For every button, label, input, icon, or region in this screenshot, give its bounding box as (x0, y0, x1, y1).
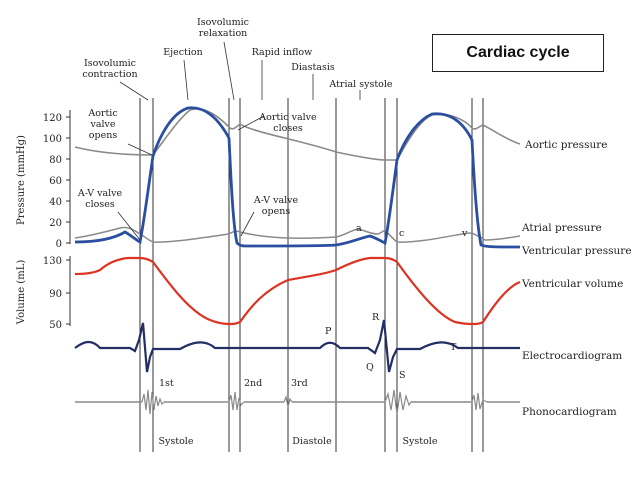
ventricular-volume-trace (74, 256, 521, 326)
trace-label-phonocardiogram: Phonocardiogram (522, 406, 617, 418)
label-isovolumic-relaxation-1: Isovolumic (197, 17, 249, 28)
event-labels: Aortic valve opens Aortic valve closes A… (77, 108, 317, 217)
heart-sound-2-cycle2-wave (471, 392, 488, 411)
label-av-valve-closes-2: closes (85, 199, 115, 210)
phase-leaders (119, 41, 361, 101)
pressure-tick-label-60: 60 (49, 176, 62, 187)
label-diastasis: Diastasis (291, 62, 335, 73)
label-aortic-valve-closes-1: Aortic valve (258, 112, 317, 123)
trace-label-aortic-pressure: Aortic pressure (524, 139, 607, 151)
pressure-tick-label-120: 120 (43, 113, 62, 124)
label-isovolumic-relaxation-2: relaxation (199, 28, 248, 39)
heart-sound-1st: 1st (159, 378, 174, 389)
label-rapid-inflow: Rapid inflow (252, 47, 313, 58)
figure-title: Cardiac cycle (466, 44, 570, 61)
wave-letter-c: c (399, 228, 404, 239)
pressure-tick-label-20: 20 (49, 218, 62, 229)
volume-tick-label-130: 130 (43, 256, 62, 267)
heart-sound-2nd: 2nd (244, 378, 262, 389)
label-aortic-valve-opens-3: opens (89, 130, 118, 141)
electrocardiogram-trace (74, 319, 520, 373)
label-isovolumic-contraction-2: contraction (82, 69, 137, 80)
heart-sound-3rd: 3rd (291, 378, 308, 389)
leader-ejection (183, 59, 189, 101)
ecg-letter-t: T (450, 342, 457, 353)
title-box: Cardiac cycle (432, 34, 604, 72)
trace-label-ventricular-pressure: Ventricular pressure (521, 245, 632, 257)
atrial-pressure-trace (74, 226, 521, 243)
wave-letter-a: a (356, 223, 362, 234)
label-av-valve-opens-1: A-V valve (253, 195, 299, 206)
pressure-axis: 120 100 80 60 40 20 0 Pressure (mmHg) (16, 110, 71, 250)
wave-letters: a c v P R Q S T (325, 223, 468, 381)
heart-sound-3-wave (283, 394, 293, 408)
pressure-tick-label-100: 100 (43, 134, 62, 145)
ecg-letter-p: P (325, 326, 332, 337)
period-systole-1: Systole (159, 436, 194, 447)
trace-label-electrocardiogram: Electrocardiogram (522, 350, 622, 362)
pressure-tick-label-40: 40 (49, 197, 62, 208)
event-leaders (117, 115, 265, 241)
leader-av-valve-opens (240, 211, 255, 237)
wave-letter-v: v (461, 228, 468, 239)
label-atrial-systole: Atrial systole (328, 79, 393, 90)
label-av-valve-opens-2: opens (262, 206, 291, 217)
volume-axis-label: Volume (mL) (16, 260, 27, 326)
trace-label-ventricular-volume: Ventricular volume (521, 278, 623, 290)
label-aortic-valve-closes-2: closes (273, 123, 303, 134)
aortic-pressure-trace (74, 108, 521, 161)
period-labels: Systole Diastole Systole (159, 436, 438, 447)
ventricular-pressure-trace (74, 106, 521, 249)
heart-sound-1-cycle2-wave (384, 389, 412, 415)
leader-av-valve-closes (117, 211, 141, 241)
ecg-letter-r: R (372, 312, 380, 323)
volume-tick-label-90: 90 (49, 289, 62, 300)
leader-aortic-valve-opens (127, 143, 153, 156)
label-av-valve-closes-1: A-V valve (77, 188, 123, 199)
heart-sound-labels: 1st 2nd 3rd (159, 378, 308, 389)
period-diastole: Diastole (292, 436, 332, 447)
pressure-tick-label-0: 0 (56, 239, 62, 250)
heart-sound-1-wave (141, 389, 165, 415)
trace-label-atrial-pressure: Atrial pressure (521, 222, 602, 234)
label-aortic-valve-opens-1: Aortic (87, 108, 117, 119)
heart-sound-2-wave (228, 391, 245, 411)
label-aortic-valve-opens-2: valve (89, 119, 115, 130)
trace-labels: Aortic pressure Atrial pressure Ventricu… (521, 139, 632, 418)
ecg-letter-q: Q (366, 362, 374, 373)
period-systole-2: Systole (403, 436, 438, 447)
leader-isovolumic-contraction (119, 81, 149, 101)
pressure-axis-label: Pressure (mmHg) (16, 135, 27, 225)
volume-axis: 130 90 50 Volume (mL) (16, 256, 71, 331)
leader-isovolumic-relaxation (223, 41, 235, 101)
leader-aortic-valve-closes (237, 115, 265, 131)
ecg-letter-s: S (399, 370, 406, 381)
phase-labels: Isovolumic contraction Ejection Isovolum… (82, 17, 393, 90)
pressure-tick-label-80: 80 (49, 155, 62, 166)
label-isovolumic-contraction-1: Isovolumic (84, 58, 136, 69)
label-ejection: Ejection (163, 47, 203, 58)
volume-tick-label-50: 50 (49, 320, 62, 331)
